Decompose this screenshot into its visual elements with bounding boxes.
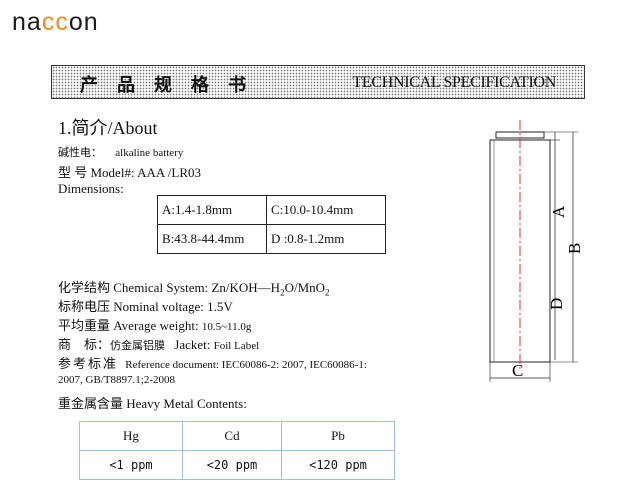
dimensions-label: Dimensions: <box>58 181 124 196</box>
voltage-value: 1.5V <box>207 299 233 314</box>
reference-line-1: Reference document: IEC60086-2: 2007, IE… <box>125 359 367 371</box>
diagram-label-b: B <box>565 243 584 254</box>
chemical-sub-1: 2 <box>280 287 285 298</box>
heavy-metal-label: 重金属含量 Heavy Metal Contents: <box>58 396 247 411</box>
section-title: 1.简介/About <box>58 118 158 138</box>
dimension-b: B:43.8-44.4mm <box>157 224 267 254</box>
dimension-a: A:1.4-1.8mm <box>157 195 267 225</box>
jacket-cn-value: 仿金属铝膜 <box>110 339 166 352</box>
metal-header-hg: Hg <box>79 421 183 451</box>
table-row: Hg Cd Pb <box>79 421 395 451</box>
jacket-en-value: Foil Label <box>213 340 260 352</box>
table-row: B:43.8-44.4mm D :0.8-1.2mm <box>157 224 386 254</box>
battery-type-value: alkaline battery <box>115 147 184 159</box>
metal-value-pb: <120 ppm <box>281 450 395 480</box>
table-row: <1 ppm <20 ppm <120 ppm <box>79 450 395 480</box>
voltage-label: 标称电压 Nominal voltage: <box>58 299 208 314</box>
dimension-c: C:10.0-10.4mm <box>266 195 386 225</box>
battery-dimension-diagram: A B D C <box>489 120 584 382</box>
dimension-d: D :0.8-1.2mm <box>266 224 386 254</box>
metal-header-cd: Cd <box>182 421 282 451</box>
reference-label: 参考标准 <box>58 356 119 371</box>
weight-row: 平均重量 Average weight: 10.5~11.0g <box>58 315 251 334</box>
banner-cn-title: 产品规格书 <box>80 75 265 96</box>
weight-label: 平均重量 Average weight: <box>58 318 202 333</box>
chemical-value-b: O/MnO <box>284 280 326 295</box>
model-value: AAA /LR03 <box>137 165 202 180</box>
chemical-label: 化学结构 Chemical System: <box>58 280 212 295</box>
battery-type-row: 碱性电： alkaline battery <box>58 144 183 160</box>
table-row: A:1.4-1.8mm C:10.0-10.4mm <box>157 195 386 225</box>
jacket-row: 商 标：仿金属铝膜 Jacket: Foil Label <box>58 334 259 353</box>
reference-line-2: 2007, GB/T8897.1;2-2008 <box>58 374 176 386</box>
jacket-en-label: Jacket: <box>174 337 214 352</box>
metal-value-cd: <20 ppm <box>182 450 282 480</box>
diagram-label-c: C <box>512 361 523 380</box>
metal-header-pb: Pb <box>281 421 395 451</box>
model-label: 型 号 Model#: <box>58 165 135 180</box>
voltage-row: 标称电压 Nominal voltage: 1.5V <box>58 296 233 315</box>
reference-row: 参考标准 Reference document: IEC60086-2: 200… <box>58 353 367 372</box>
weight-value: 10.5~11.0g <box>201 321 252 333</box>
chemical-sub-2: 2 <box>325 287 330 298</box>
naccon-logo: naccon <box>12 8 99 36</box>
banner-en-title: TECHNICAL SPECIFICATION <box>352 74 556 91</box>
chemical-value-a: Zn/KOH—H <box>211 280 281 295</box>
diagram-label-a: A <box>549 205 568 218</box>
dimensions-table: A:1.4-1.8mm C:10.0-10.4mm B:43.8-44.4mm … <box>157 195 386 254</box>
heavy-metal-table: Hg Cd Pb <1 ppm <20 ppm <120 ppm <box>79 421 395 480</box>
header-banner: 产品规格书 TECHNICAL SPECIFICATION <box>51 65 585 99</box>
chemical-system-row: 化学结构 Chemical System: Zn/KOH—H2O/MnO2 <box>58 277 330 298</box>
diagram-label-d: D <box>547 298 566 310</box>
metal-value-hg: <1 ppm <box>79 450 183 480</box>
battery-type-label: 碱性电： <box>58 146 102 159</box>
jacket-label: 商 标： <box>58 337 111 352</box>
model-row: 型 号 Model#: AAA /LR03 <box>58 162 201 181</box>
